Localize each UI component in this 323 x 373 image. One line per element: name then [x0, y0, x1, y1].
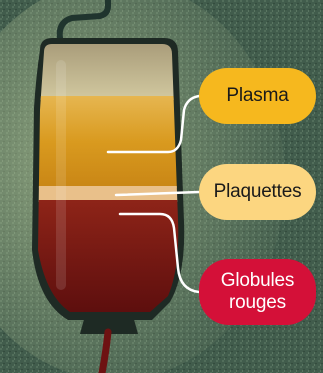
bag-highlight: [56, 60, 66, 290]
plasma-label-text: Plasma: [226, 85, 288, 107]
globules-label-line2: rouges: [229, 292, 286, 314]
plaquettes-label: Plaquettes: [199, 164, 316, 220]
globules-rouges-label: Globules rouges: [199, 259, 316, 325]
plasma-layer: [30, 96, 190, 188]
bag-empty-top: [30, 40, 190, 100]
plaquettes-label-text: Plaquettes: [214, 181, 302, 203]
plasma-label: Plasma: [199, 68, 316, 124]
globules-label-line1: Globules: [221, 270, 294, 292]
